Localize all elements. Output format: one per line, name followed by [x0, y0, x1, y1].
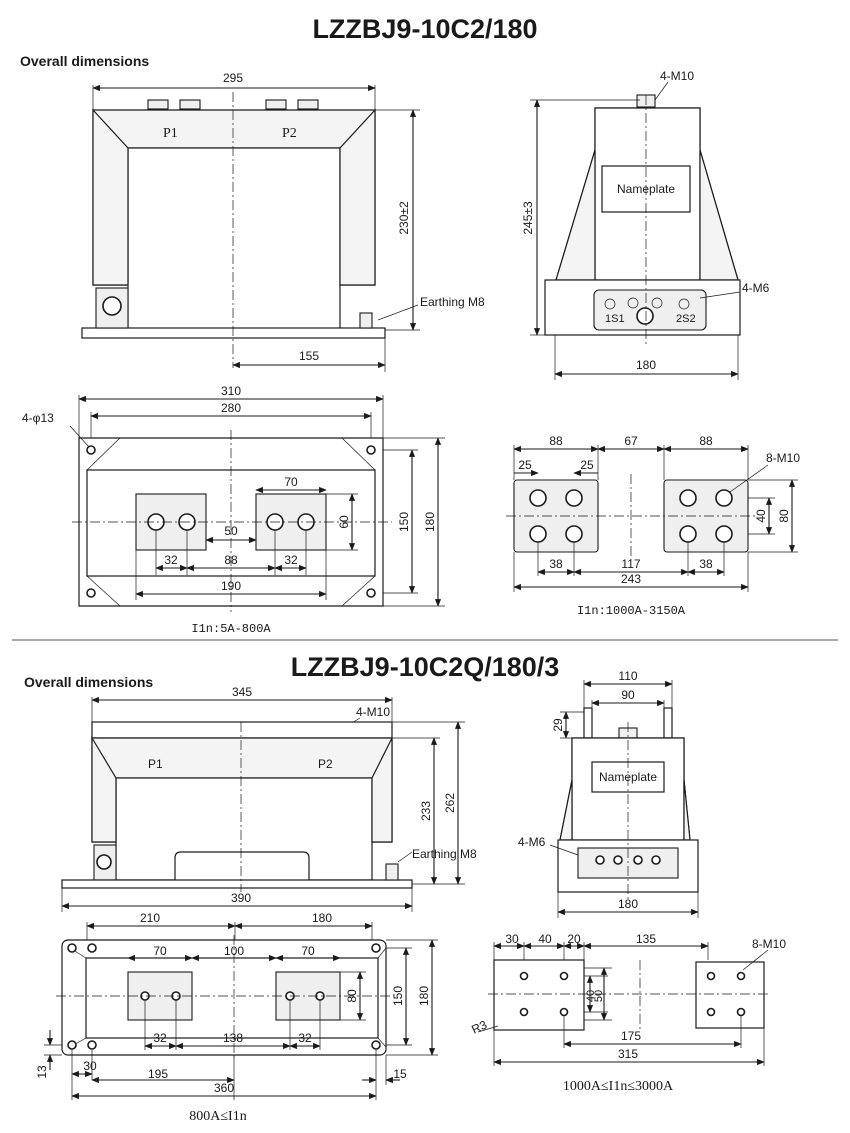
top-plan-h-inner: 150: [397, 512, 411, 532]
top-busbar-w-left: 88: [549, 434, 563, 448]
bottom-title: LZZBJ9-10C2Q/180/3: [291, 652, 560, 682]
bottom-front-width: 345: [232, 685, 252, 699]
bottom-side-top-h: 29: [551, 718, 565, 732]
top-plan-view: 310 280 4-φ13 70 50 60: [22, 384, 445, 636]
bottom-p2-label: P2: [318, 757, 333, 771]
top-busbar-pitch: 40: [754, 509, 768, 523]
bottom-plan-p-mid: 138: [223, 1031, 243, 1045]
top-earthing-label: Earthing M8: [420, 295, 485, 309]
top-side-screws: 4-M6: [742, 281, 770, 295]
bottom-side-screws: 4-M6: [518, 835, 546, 849]
bottom-plan-pad-h: 80: [345, 989, 359, 1003]
top-p2-label: P2: [282, 126, 297, 141]
bottom-front-view: 345 4-M10 Earthing M8 P1 P2 233 262 390: [61, 685, 477, 912]
bottom-busbar-b: 40: [538, 932, 552, 946]
top-busbar-total: 243: [621, 572, 641, 586]
top-side-t3: 2S2: [676, 313, 696, 325]
top-front-offset: 155: [299, 349, 319, 363]
top-plan-p-right: 32: [284, 553, 298, 567]
top-side-t1: 1S1: [605, 313, 625, 325]
bottom-plan-total: 360: [214, 1081, 234, 1095]
top-plan-outer: 310: [221, 384, 241, 398]
bottom-busbar-total: 315: [618, 1047, 638, 1061]
bottom-busbar-caption: 1000A≤I1n≤3000A: [563, 1079, 674, 1094]
top-front-width: 295: [223, 71, 243, 85]
bottom-plan-p-left: 32: [153, 1031, 167, 1045]
top-plan-h-outer: 180: [423, 512, 437, 532]
top-side-terminals: 4-M10: [660, 69, 694, 83]
bottom-busbar-view: 30 40 20 135 8-M10 40 50 R3 175: [469, 932, 786, 1094]
bottom-subtitle: Overall dimensions: [24, 674, 153, 690]
top-plan-span: 190: [221, 579, 241, 593]
top-busbar-w-right: 88: [699, 434, 713, 448]
top-front-view: 295 Earthing M8 P1 P2 230±2 155: [81, 71, 485, 372]
bottom-front-h-outer: 262: [443, 793, 457, 813]
bottom-plan-h-inner: 150: [391, 986, 405, 1006]
bottom-front-base: 390: [231, 891, 251, 905]
top-plan-caption: I1n:5A-800A: [191, 622, 271, 636]
top-side-height: 245±3: [521, 201, 535, 235]
bottom-side-top-outer: 110: [618, 669, 637, 683]
top-busbar-bolts: 8-M10: [766, 451, 800, 465]
bottom-busbar-a: 30: [505, 932, 519, 946]
top-busbar-foot-r: 38: [699, 557, 713, 571]
top-plan-pad-w: 70: [284, 475, 298, 489]
bottom-busbar-pitch-b: 50: [593, 990, 605, 1002]
top-busbar-off-r: 25: [580, 458, 594, 472]
top-busbar-view: 88 67 88 25 25 8-M10 40 80: [506, 434, 800, 618]
bottom-front-terminals: 4-M10: [356, 705, 390, 719]
bottom-plan-off: 30: [83, 1059, 97, 1073]
bottom-p1-label: P1: [148, 757, 163, 771]
bottom-plan-view: 210 180 70 100 70 80 150: [35, 911, 438, 1124]
bottom-plan-p-right: 32: [298, 1031, 312, 1045]
top-title: LZZBJ9-10C2/180: [312, 14, 537, 44]
top-plan-pad-h: 60: [337, 515, 351, 529]
bottom-front-h-inner: 233: [419, 801, 433, 821]
top-busbar-height: 80: [777, 509, 791, 523]
bottom-front-earthing: Earthing M8: [412, 847, 477, 861]
bottom-busbar-radius: R3: [469, 1017, 489, 1036]
bottom-side-top-inner: 90: [621, 688, 635, 702]
bottom-plan-left: 210: [140, 911, 160, 925]
bottom-plan-caption: 800A≤I1n: [189, 1109, 246, 1124]
top-plan-gap: 50: [224, 524, 238, 538]
bottom-busbar-pitch-a: 40: [585, 990, 597, 1002]
bottom-busbar-d: 135: [636, 932, 656, 946]
top-busbar-w-gap: 67: [624, 434, 638, 448]
bottom-plan-pad-r: 70: [301, 944, 315, 958]
bottom-busbar-mid: 175: [621, 1029, 641, 1043]
bottom-busbar-bolts: 8-M10: [752, 937, 786, 951]
bottom-plan-h-outer: 180: [417, 986, 431, 1006]
top-subtitle: Overall dimensions: [20, 53, 149, 69]
bottom-side-view: 110 90 29 Nameplate 4-M6 180: [518, 669, 699, 918]
top-p1-label: P1: [163, 126, 178, 141]
top-front-height: 230±2: [397, 201, 411, 235]
top-busbar-off-l: 25: [518, 458, 532, 472]
bottom-plan-gap: 100: [224, 944, 244, 958]
top-plan-holes: 4-φ13: [22, 411, 54, 425]
top-plan-p-mid: 88: [224, 553, 238, 567]
bottom-plan-span: 195: [148, 1067, 168, 1081]
top-side-view: 4-M10 Nameplate 1S1 2S2 4-M6 245±3 180: [521, 69, 770, 380]
top-side-width: 180: [636, 358, 656, 372]
bottom-plan-pad-l: 70: [153, 944, 167, 958]
bottom-plan-edge: 13: [35, 1065, 49, 1079]
bottom-plan-right: 180: [312, 911, 332, 925]
bottom-busbar-c: 20: [567, 932, 581, 946]
top-busbar-caption: I1n:1000A-3150A: [577, 604, 686, 618]
bottom-plan-flange: 15: [393, 1067, 407, 1081]
top-busbar-foot-l: 38: [549, 557, 563, 571]
top-plan-inner: 280: [221, 401, 241, 415]
bottom-side-width: 180: [618, 897, 638, 911]
top-busbar-mid: 117: [621, 557, 640, 571]
top-plan-p-left: 32: [164, 553, 178, 567]
